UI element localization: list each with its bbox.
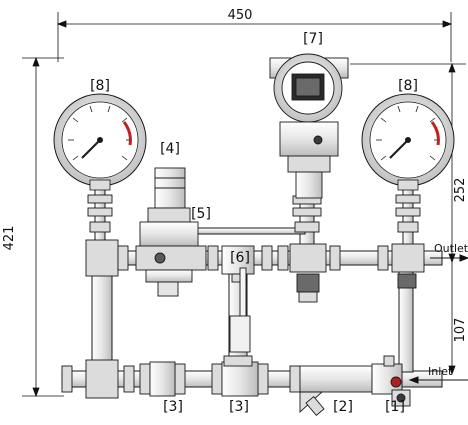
dimension-lower [448,262,456,376]
label-valve-upper: [6] [230,250,250,266]
label-inlet-valve: [1] [385,399,405,415]
gauge-right [361,93,455,191]
label-regulator: [4] [160,141,180,157]
fittings [61,194,425,416]
dimension-upper-label: 252 [453,178,468,203]
label-strainer: [2] [333,399,353,415]
label-transmitter: [7] [303,31,323,47]
label-gauge-right: [8] [398,78,418,94]
regulator-4 [135,167,207,297]
outlet-arrow [430,254,468,262]
label-outlet: Outlet [434,242,468,255]
dimension-lower-label: 107 [453,318,468,343]
dimension-width-label: 450 [228,8,253,23]
label-valve-lower-left: [3] [163,399,183,415]
dimension-height [22,56,64,398]
label-inlet: Inlet [428,365,453,378]
transmitter-7 [269,53,349,199]
label-valve-lower-mid: [3] [229,399,249,415]
label-gauge-left: [8] [90,78,110,94]
dimension-height-label: 421 [2,226,17,251]
gauge-left [53,93,147,191]
valve-6 [221,245,255,353]
dimension-width [56,12,453,62]
inlet-arrow [408,376,468,384]
label-bypass: [5] [191,206,211,222]
